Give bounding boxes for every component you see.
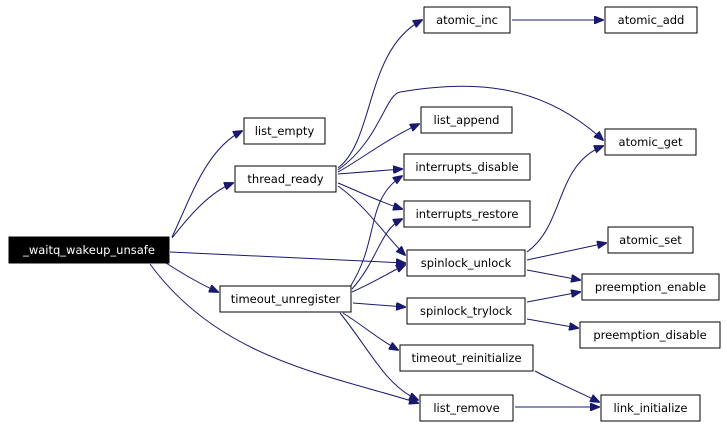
node-atomic-inc-label: atomic_inc bbox=[436, 13, 498, 27]
node-list-empty-box bbox=[243, 117, 326, 145]
node-interrupts-restore-label: interrupts_restore bbox=[416, 207, 519, 221]
edge-spinlock-unlock-to-preemption-enable bbox=[526, 269, 580, 280]
node-preemption-disable-box bbox=[579, 321, 721, 349]
node-list-remove[interactable]: list_remove bbox=[419, 394, 514, 422]
node-interrupts-disable-box bbox=[403, 153, 531, 181]
node-preemption-enable-box bbox=[581, 273, 720, 301]
edge-thread-ready-to-list-append bbox=[337, 124, 419, 173]
node-interrupts-disable-label: interrupts_disable bbox=[415, 160, 518, 174]
edge-waitq-wakeup-unsafe-to-list-remove bbox=[149, 263, 418, 403]
node-atomic-add-box bbox=[604, 6, 698, 34]
node-atomic-inc-box bbox=[423, 6, 511, 34]
nodes-layer: _waitq_wakeup_unsafe list_empty thread_r… bbox=[8, 6, 721, 422]
edge-timeout-unregister-to-list-remove bbox=[339, 312, 418, 400]
node-spinlock-trylock[interactable]: spinlock_trylock bbox=[406, 297, 526, 325]
edge-thread-ready-to-atomic-inc bbox=[337, 20, 422, 169]
node-spinlock-trylock-box bbox=[406, 297, 526, 325]
node-preemption-disable[interactable]: preemption_disable bbox=[579, 321, 721, 349]
node-atomic-set[interactable]: atomic_set bbox=[607, 226, 694, 254]
node-atomic-add[interactable]: atomic_add bbox=[604, 6, 698, 34]
node-list-append-label: list_append bbox=[434, 113, 500, 127]
node-atomic-inc[interactable]: atomic_inc bbox=[423, 6, 511, 34]
node-timeout-unregister-label: timeout_unregister bbox=[231, 292, 341, 306]
node-preemption-enable[interactable]: preemption_enable bbox=[581, 273, 720, 301]
edge-waitq-wakeup-unsafe-to-list-empty bbox=[171, 131, 242, 238]
node-atomic-add-label: atomic_add bbox=[618, 13, 685, 27]
node-preemption-enable-label: preemption_enable bbox=[595, 280, 706, 294]
edge-timeout-unregister-to-spinlock-unlock bbox=[351, 265, 405, 293]
node-atomic-get-label: atomic_get bbox=[619, 135, 683, 149]
edge-thread-ready-to-atomic-get bbox=[337, 85, 603, 171]
edge-timeout-unregister-to-spinlock-trylock bbox=[352, 303, 405, 307]
node-thread-ready[interactable]: thread_ready bbox=[234, 165, 337, 193]
node-list-empty-label: list_empty bbox=[255, 124, 315, 138]
node-atomic-get-box bbox=[604, 128, 697, 156]
node-waitq-wakeup-unsafe[interactable]: _waitq_wakeup_unsafe bbox=[8, 236, 170, 264]
edge-timeout-unregister-to-timeout-reinitialize bbox=[342, 312, 398, 350]
node-atomic-set-box bbox=[607, 226, 694, 254]
node-interrupts-disable[interactable]: interrupts_disable bbox=[403, 153, 531, 181]
edge-waitq-wakeup-unsafe-to-spinlock-unlock bbox=[169, 251, 405, 263]
node-thread-ready-box bbox=[234, 165, 337, 193]
node-list-append-box bbox=[420, 106, 513, 134]
node-timeout-reinitialize-box bbox=[399, 344, 534, 372]
node-atomic-get[interactable]: atomic_get bbox=[604, 128, 697, 156]
node-spinlock-unlock[interactable]: spinlock_unlock bbox=[406, 249, 526, 277]
edge-waitq-wakeup-unsafe-to-thread-ready bbox=[171, 183, 233, 239]
node-list-append[interactable]: list_append bbox=[420, 106, 513, 134]
edge-spinlock-trylock-to-preemption-enable bbox=[526, 292, 580, 303]
node-list-remove-label: list_remove bbox=[433, 401, 499, 415]
edge-thread-ready-to-spinlock-unlock bbox=[337, 185, 405, 255]
edge-timeout-unregister-to-interrupts-restore bbox=[351, 219, 402, 290]
node-timeout-reinitialize[interactable]: timeout_reinitialize bbox=[399, 344, 534, 372]
edge-spinlock-unlock-to-atomic-get bbox=[526, 146, 603, 253]
node-timeout-unregister[interactable]: timeout_unregister bbox=[219, 285, 352, 313]
node-spinlock-unlock-label: spinlock_unlock bbox=[421, 256, 512, 270]
node-timeout-reinitialize-label: timeout_reinitialize bbox=[411, 351, 521, 365]
node-waitq-wakeup-unsafe-label: _waitq_wakeup_unsafe bbox=[22, 243, 155, 257]
edge-waitq-wakeup-unsafe-to-timeout-unregister bbox=[165, 262, 218, 292]
node-timeout-unregister-box bbox=[219, 285, 352, 313]
node-thread-ready-label: thread_ready bbox=[247, 172, 323, 186]
edge-thread-ready-to-interrupts-disable bbox=[337, 169, 402, 175]
edge-spinlock-trylock-to-preemption-disable bbox=[526, 318, 578, 328]
node-preemption-disable-label: preemption_disable bbox=[593, 328, 706, 342]
node-list-remove-box bbox=[419, 394, 514, 422]
node-link-initialize-box bbox=[600, 394, 701, 422]
node-list-empty[interactable]: list_empty bbox=[243, 117, 326, 145]
edge-thread-ready-to-interrupts-restore bbox=[337, 182, 402, 209]
edges-layer bbox=[149, 20, 606, 407]
node-waitq-wakeup-unsafe-box bbox=[8, 236, 170, 264]
edge-spinlock-unlock-to-atomic-set bbox=[526, 243, 606, 261]
node-interrupts-restore-box bbox=[403, 200, 531, 228]
node-spinlock-trylock-label: spinlock_trylock bbox=[420, 304, 512, 318]
node-link-initialize[interactable]: link_initialize bbox=[600, 394, 701, 422]
node-link-initialize-label: link_initialize bbox=[613, 401, 687, 415]
edge-timeout-unregister-to-interrupts-disable bbox=[349, 176, 402, 288]
node-spinlock-unlock-box bbox=[406, 249, 526, 277]
node-atomic-set-label: atomic_set bbox=[619, 233, 682, 247]
node-interrupts-restore[interactable]: interrupts_restore bbox=[403, 200, 531, 228]
edge-timeout-reinitialize-to-link-initialize bbox=[534, 370, 599, 402]
